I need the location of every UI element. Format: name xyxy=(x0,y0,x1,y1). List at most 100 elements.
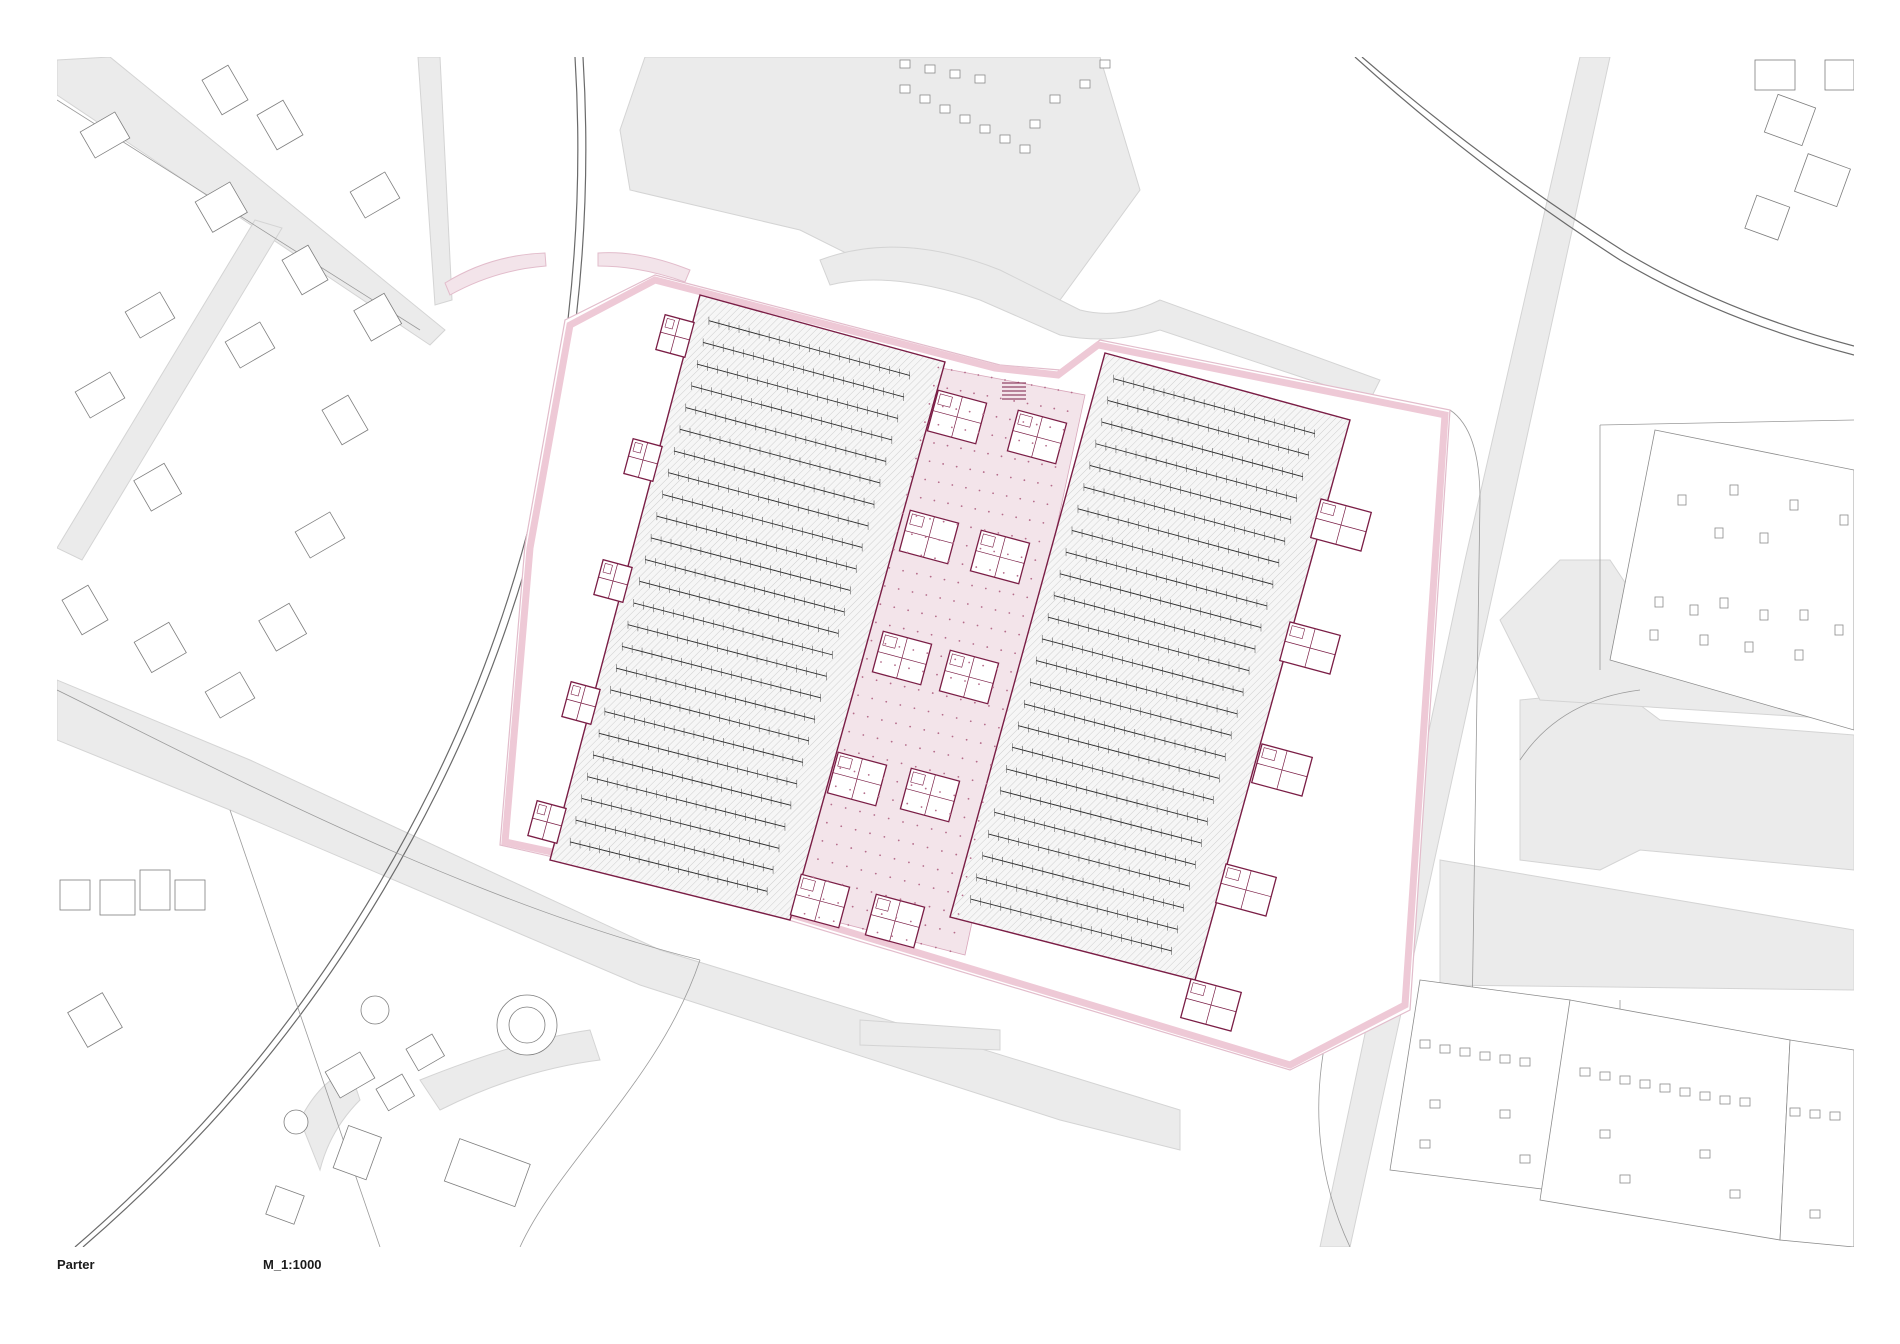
paving-dot xyxy=(946,444,949,447)
paving-dot xyxy=(964,429,967,431)
paving-dot xyxy=(832,920,835,923)
paving-dot xyxy=(959,698,962,701)
paving-dot xyxy=(912,649,915,651)
paving-dot xyxy=(975,760,978,763)
paving-dot xyxy=(1032,500,1035,503)
paving-dot xyxy=(1012,593,1015,596)
paving-dot xyxy=(980,606,983,608)
paving-dot xyxy=(961,894,964,897)
paving-dot xyxy=(969,468,972,471)
paving-dot xyxy=(951,484,954,486)
paving-dot xyxy=(998,726,1000,729)
paving-dot xyxy=(979,742,982,744)
paving-dot xyxy=(919,747,921,750)
paving-dot xyxy=(975,566,978,568)
paving-dot xyxy=(996,473,999,476)
paving-dot xyxy=(973,838,976,841)
paving-dot xyxy=(968,661,971,664)
paving-dot xyxy=(928,460,931,463)
paving-dot xyxy=(965,738,968,741)
paving-dot xyxy=(849,788,851,791)
paving-dot xyxy=(913,707,916,710)
paving-dot xyxy=(909,725,912,728)
plaza-paving xyxy=(803,366,1073,953)
paving-dot xyxy=(916,824,919,827)
paving-dot xyxy=(990,376,993,379)
paving-dot xyxy=(958,640,961,642)
paving-dot xyxy=(1008,612,1011,614)
site-path-top xyxy=(597,252,691,283)
paving-dot xyxy=(1039,405,1042,407)
paving-dot xyxy=(953,600,955,602)
paving-dot xyxy=(861,676,864,678)
paving-dot xyxy=(960,505,963,508)
paving-dot xyxy=(949,813,952,815)
paving-dot xyxy=(1044,386,1046,389)
paving-dot xyxy=(998,590,1001,593)
paving-dot xyxy=(1009,476,1012,479)
parking-deck-left xyxy=(549,294,946,921)
paving-dot xyxy=(979,547,982,550)
paving-dot xyxy=(1019,497,1022,500)
residential-unit xyxy=(969,529,1031,585)
paving-dot xyxy=(840,825,843,828)
paving-dot xyxy=(848,730,851,733)
paving-dot xyxy=(1027,460,1030,463)
paving-dot xyxy=(882,777,884,780)
paving-dot xyxy=(930,828,933,830)
paving-dot xyxy=(875,621,877,624)
paving-dot xyxy=(978,489,981,492)
paving-dot xyxy=(1062,428,1065,431)
residential-unit xyxy=(899,767,961,823)
paving-dot xyxy=(922,865,925,867)
residential-unit xyxy=(655,313,695,359)
paving-dot xyxy=(959,835,962,837)
paving-dot xyxy=(915,457,917,460)
paving-dot xyxy=(929,769,931,772)
paving-dot xyxy=(929,517,931,520)
paving-dot xyxy=(964,680,966,682)
paving-dot xyxy=(928,403,931,405)
paving-dot xyxy=(910,475,913,478)
paving-dot xyxy=(893,606,896,609)
paving-dot xyxy=(972,643,975,645)
paving-dot xyxy=(947,890,949,893)
paving-dot xyxy=(920,942,923,945)
paving-dot xyxy=(933,442,935,444)
paving-dot xyxy=(1042,521,1045,524)
paving-dot xyxy=(977,819,980,822)
paving-dot xyxy=(896,780,899,783)
paving-dot xyxy=(989,764,992,766)
paving-dot xyxy=(994,609,997,611)
paving-dot xyxy=(983,529,986,532)
paving-dot xyxy=(874,872,877,875)
paving-dot xyxy=(841,883,844,886)
paving-dot xyxy=(880,719,883,721)
paving-dot xyxy=(1050,484,1053,487)
railway xyxy=(74,57,1854,1247)
paving-dot xyxy=(934,809,937,812)
paving-dot xyxy=(960,447,962,450)
paving-dot xyxy=(1006,553,1009,556)
paving-dot xyxy=(943,578,946,581)
paving-dot xyxy=(981,801,984,804)
paving-dot xyxy=(965,875,968,878)
paving-dot xyxy=(880,661,882,663)
paving-dot xyxy=(945,695,948,698)
paving-dot xyxy=(936,868,939,871)
paving-dot xyxy=(1011,534,1013,537)
paving-dot xyxy=(883,835,886,838)
paving-dot xyxy=(917,688,920,691)
residential-unit xyxy=(898,509,960,565)
paving-dot xyxy=(906,802,909,805)
paving-dot xyxy=(912,843,915,845)
paving-dot xyxy=(821,840,824,842)
residential-unit xyxy=(1179,978,1243,1032)
paving-dot xyxy=(955,717,958,719)
paving-dot xyxy=(924,924,927,927)
paving-dot xyxy=(858,752,860,755)
residential-unit xyxy=(1278,621,1342,675)
paving-dot xyxy=(898,645,901,648)
paving-dot xyxy=(942,463,945,465)
paving-dot xyxy=(987,510,990,513)
